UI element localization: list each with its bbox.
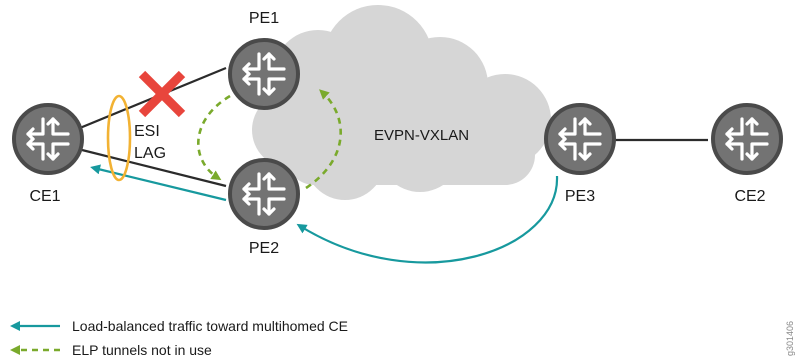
legend-elp-label: ELP tunnels not in use: [72, 342, 212, 358]
label-ce2: CE2: [734, 188, 765, 205]
link-ce1-pe2: [81, 148, 227, 188]
traffic-pe2-to-ce1: [90, 164, 227, 202]
router-ce1: [12, 103, 84, 175]
label-pe1: PE1: [249, 10, 279, 27]
label-pe2: PE2: [249, 240, 279, 257]
evpn-vxlan-cloud: [252, 5, 551, 200]
label-ce1: CE1: [29, 188, 60, 205]
legend-load-balanced-label: Load-balanced traffic toward multihomed …: [72, 318, 348, 334]
esi-label: ESI: [134, 123, 160, 140]
router-icon: [544, 103, 616, 175]
lag-label: LAG: [134, 145, 166, 162]
router-ce2: [711, 103, 783, 175]
router-icon: [228, 38, 300, 110]
router-icon: [711, 103, 783, 175]
legend: Load-balanced traffic toward multihomed …: [10, 318, 348, 358]
router-icon: [12, 103, 84, 175]
router-pe2: [228, 158, 300, 230]
label-pe3: PE3: [565, 188, 595, 205]
load-balanced-traffic: [90, 164, 559, 264]
figure-id: g301406: [785, 321, 795, 356]
esi-lag-ring: [106, 94, 132, 182]
traffic-pe3-to-pe2: [296, 175, 559, 264]
router-pe3: [544, 103, 616, 175]
elp-tunnel-pe1-to-pe2: [197, 94, 231, 181]
elp-tunnels: [197, 89, 342, 190]
router-pe1: [228, 38, 300, 110]
link-ce1-pe1: [74, 66, 227, 132]
cloud-label: EVPN-VXLAN: [374, 127, 469, 144]
failure-x-icon: [138, 70, 186, 118]
links: [74, 66, 708, 188]
elp-tunnel-pe2-to-pe1: [305, 89, 342, 190]
router-icon: [228, 158, 300, 230]
